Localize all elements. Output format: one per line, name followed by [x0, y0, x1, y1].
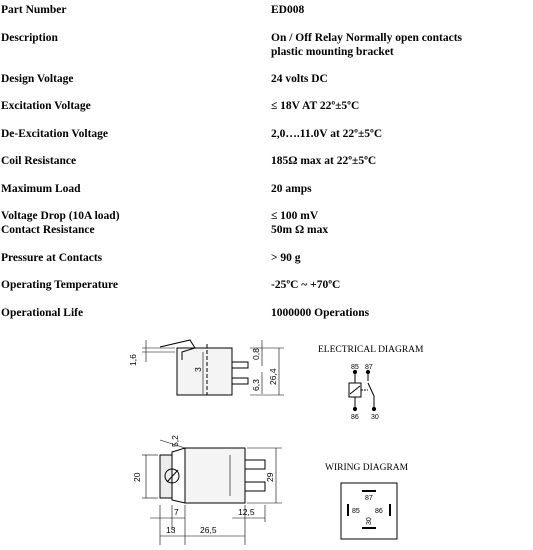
spec-label: Pressure at Contacts	[1, 252, 103, 264]
spec-label: Operating Temperature	[1, 279, 119, 291]
electrical-diagram	[348, 369, 377, 412]
spec-label: Description	[1, 32, 58, 44]
front-bracket	[159, 454, 173, 499]
spec-value: On / Off Relay Normally open contacts pl…	[271, 32, 463, 58]
contact-switch	[367, 382, 375, 397]
spec-label: Part Number	[1, 4, 67, 16]
spec-label: Maximum Load	[1, 183, 81, 195]
spec-label: De-Excitation Voltage	[1, 128, 109, 140]
spec-label: Coil Resistance	[1, 155, 77, 167]
bracket-hole	[164, 468, 180, 484]
spec-value: ≤ 18V AT 22º±5ºC	[271, 100, 360, 112]
spec-value: 50m Ω max	[271, 224, 329, 236]
relay-front-body	[184, 447, 246, 504]
dim-label: 7	[174, 507, 179, 517]
dim-label: 26,5	[200, 525, 217, 535]
spec-value: 185Ω max at 22º±5ºC	[271, 155, 377, 167]
front-pin-bottom	[244, 481, 266, 492]
dim-label: 20	[132, 472, 142, 482]
front-bracket-arm	[171, 447, 186, 504]
wiring-label-86: 86	[375, 508, 383, 515]
spec-value: ≤ 100 mV	[271, 210, 319, 222]
spec-label: Voltage Drop (10A load)	[1, 210, 120, 222]
spec-value: ED008	[271, 4, 305, 16]
side-pin-lower	[231, 377, 249, 385]
electrical-diagram-title: ELECTRICAL DIAGRAM	[318, 345, 424, 355]
pin-label-30: 30	[371, 414, 379, 421]
dim-label: 3	[193, 367, 203, 372]
spec-value: 1000000 Operations	[271, 307, 370, 319]
relay-side-body	[176, 347, 233, 396]
spec-label: Excitation Voltage	[1, 100, 91, 112]
relay-side-view	[142, 339, 284, 396]
spec-label: Operational Life	[1, 307, 84, 319]
spec-value: 2,0….11.0V at 22º±5ºC	[271, 128, 383, 140]
wiring-diagram	[340, 482, 398, 540]
dim-label: 6,3	[251, 379, 261, 391]
spec-value: -25ºC ~ +70ºC	[271, 279, 341, 291]
pin-label-87: 87	[365, 364, 373, 371]
wiring-label-85: 85	[352, 508, 360, 515]
wiring-label-87: 87	[365, 495, 373, 502]
dim-label: 13	[166, 525, 176, 535]
side-pin-upper	[231, 361, 249, 369]
dim-label: 0,8	[251, 348, 261, 360]
spec-value: 20 amps	[271, 183, 312, 195]
dim-label: 5,2	[170, 435, 180, 447]
dim-label: 12,5	[238, 507, 255, 517]
side-bracket	[159, 339, 196, 360]
spec-value: > 90 g	[271, 252, 301, 264]
spec-label: Design Voltage	[1, 73, 74, 85]
spec-value: 24 volts DC	[271, 73, 328, 85]
wiring-label-30: 30	[366, 517, 373, 525]
spec-label: Contact Resistance	[1, 224, 95, 236]
wiring-diagram-title: WIRING DIAGRAM	[325, 463, 409, 473]
wiring-socket-outline	[340, 482, 398, 540]
relay-front-view	[142, 439, 282, 545]
pin-label-86: 86	[351, 414, 359, 421]
front-pin-top	[244, 459, 266, 470]
pin-label-85: 85	[351, 364, 359, 371]
dim-label: 1,6	[128, 354, 138, 366]
dim-label: 26,4	[268, 368, 278, 385]
dim-label: 29	[265, 472, 275, 482]
